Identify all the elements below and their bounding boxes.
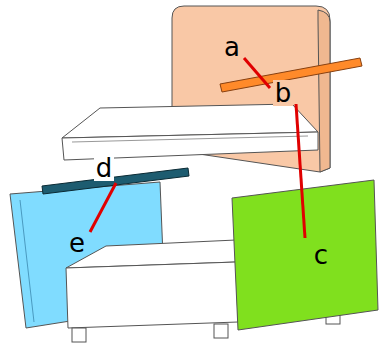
right-panel	[232, 180, 378, 330]
callout-letter: d	[94, 155, 115, 181]
leg	[72, 328, 86, 342]
teal-bar	[42, 168, 189, 194]
backrest-side	[318, 10, 330, 172]
leader-line	[296, 104, 305, 238]
callout-letter: c	[312, 242, 330, 268]
callout-letter: e	[67, 230, 87, 256]
leg	[214, 324, 228, 338]
leader-line	[90, 183, 116, 232]
base-front	[66, 262, 238, 328]
callout-letter: b	[273, 80, 294, 106]
leader-line	[244, 58, 270, 88]
callout-letter: a	[222, 34, 242, 60]
